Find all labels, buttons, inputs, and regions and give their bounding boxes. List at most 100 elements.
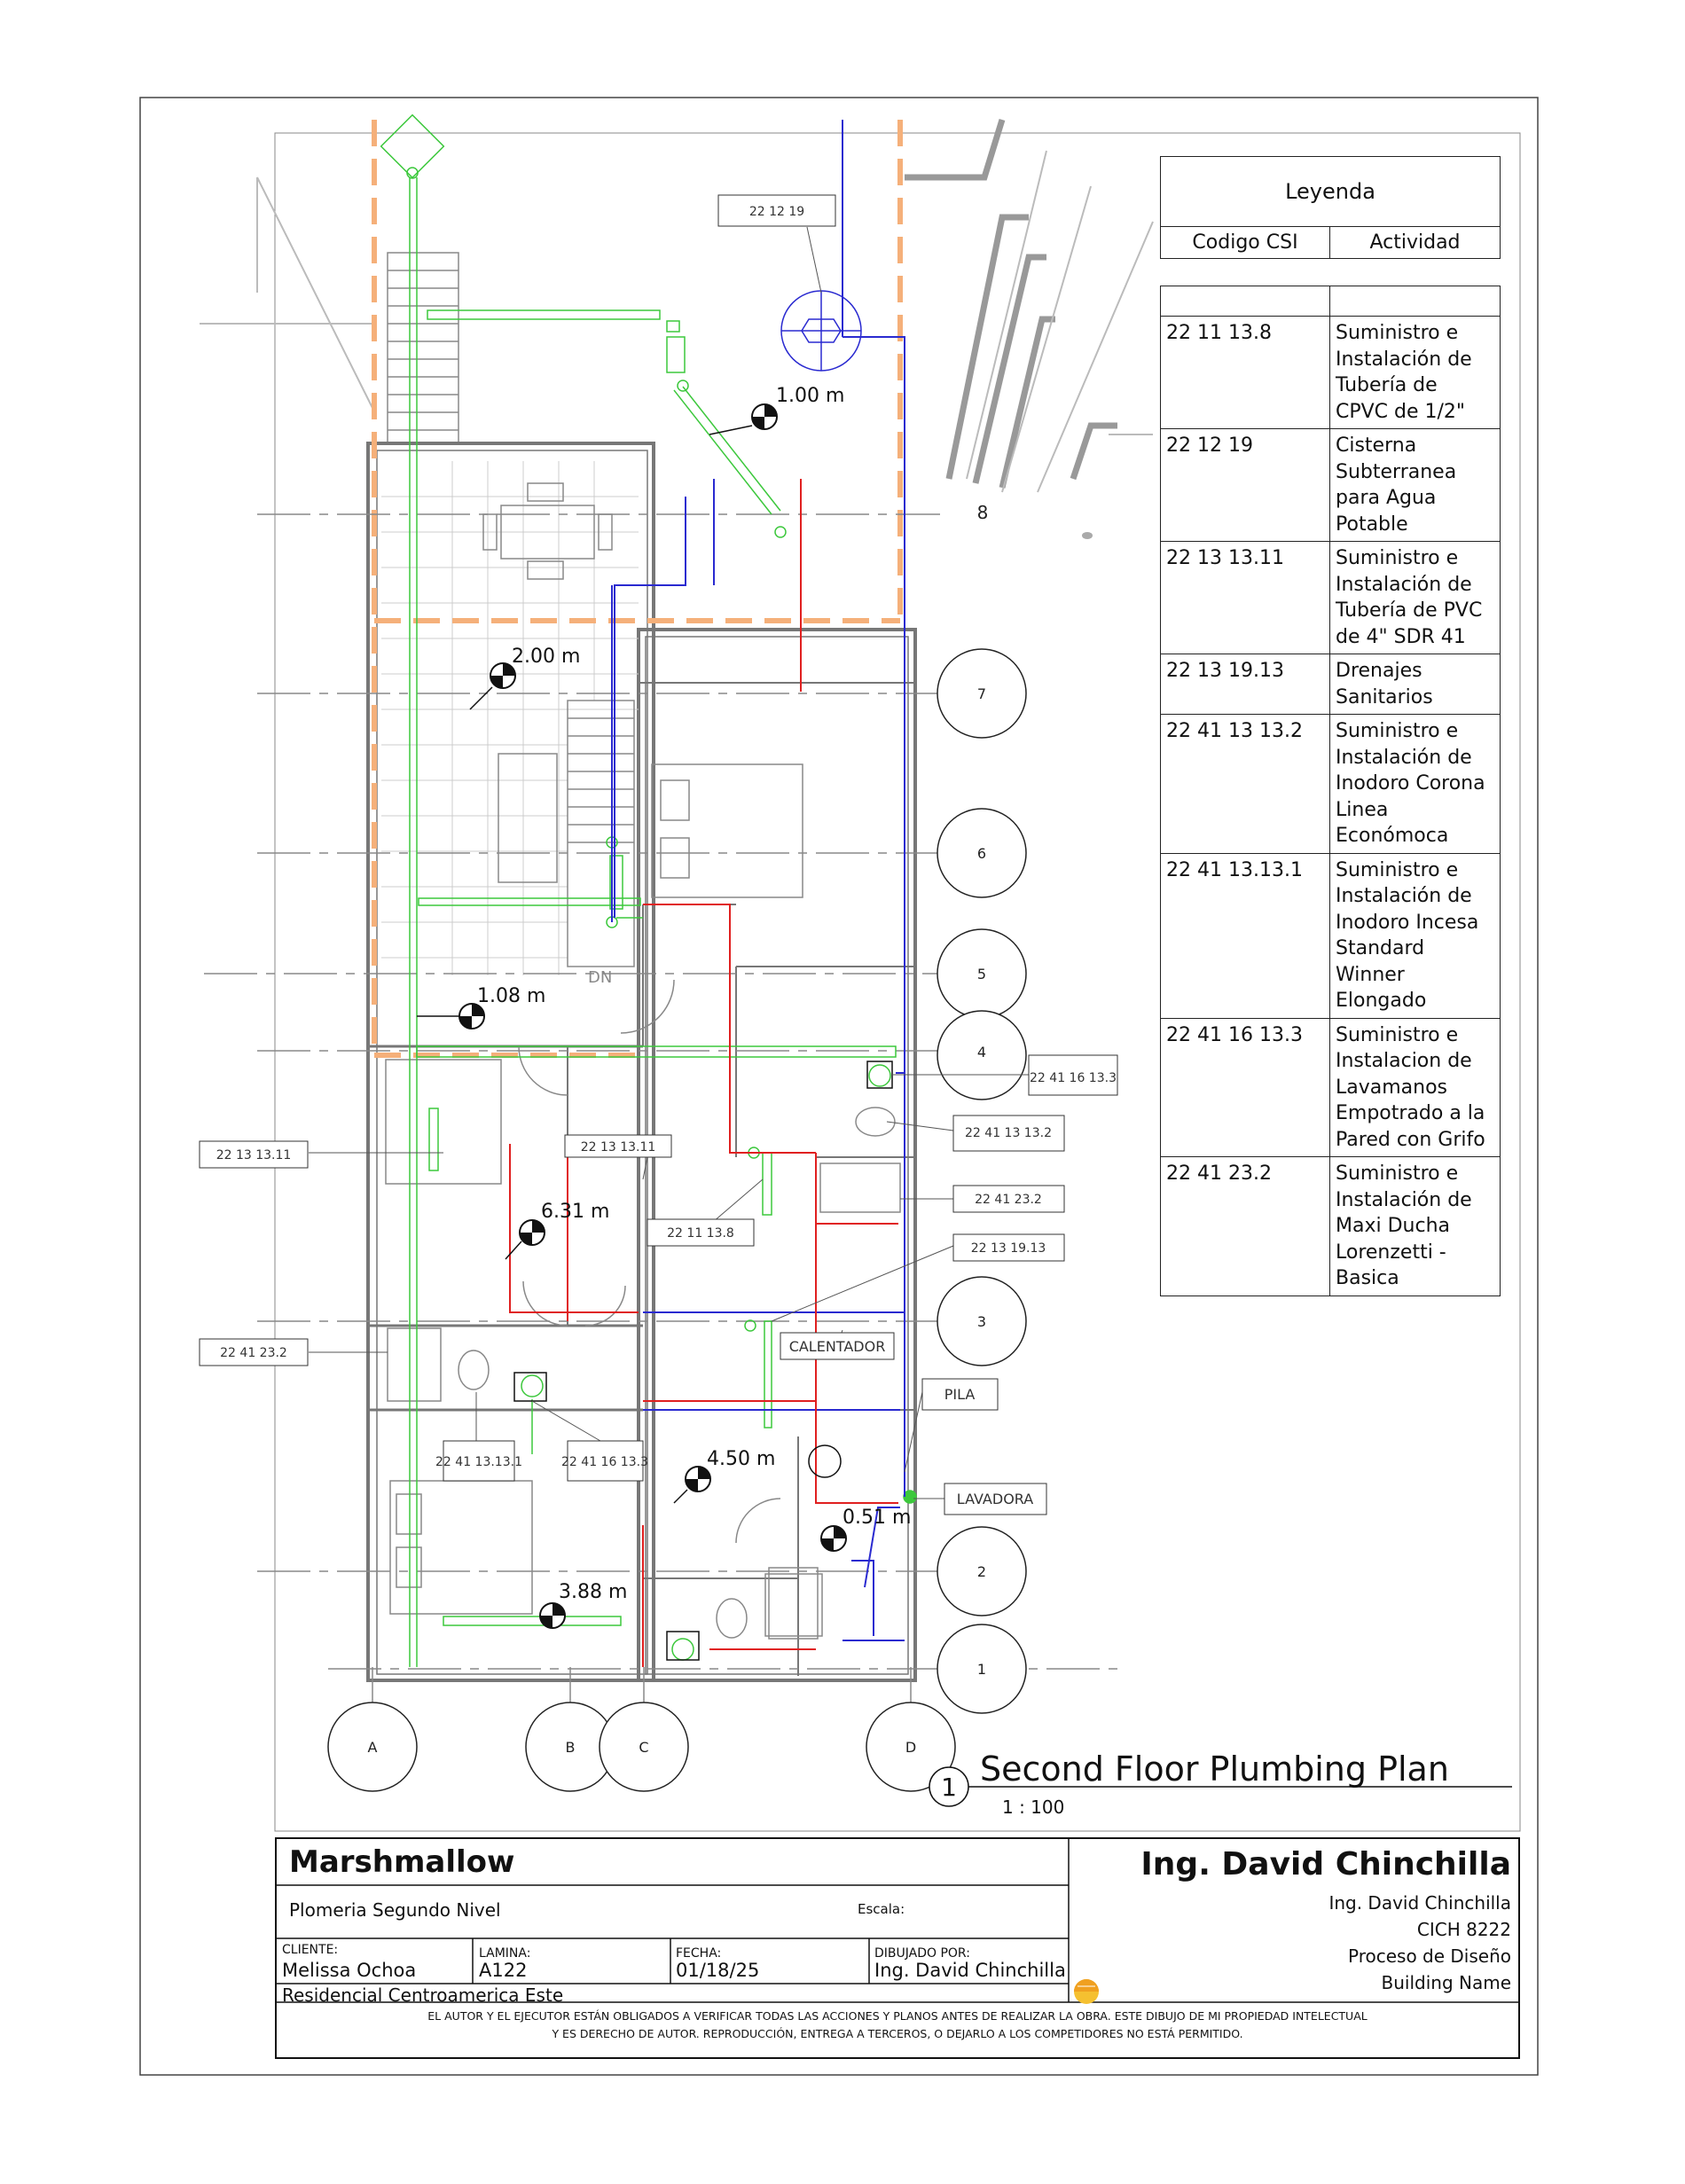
legend-title: Leyenda xyxy=(1161,157,1500,227)
legend-activity: Suministro e Instalación de Inodoro Coro… xyxy=(1336,720,1485,847)
dim-3: 1.08 m xyxy=(477,985,545,1007)
outer-border xyxy=(139,97,1539,2076)
dim-4: 6.31 m xyxy=(541,1201,609,1223)
title-block-lines xyxy=(277,1839,1518,2004)
legend-code: 22 41 13.13.1 xyxy=(1161,853,1330,1018)
title-block: Marshmallow Plomeria Segundo Nivel Escal… xyxy=(275,1837,1520,2059)
location: Residencial Centroamerica Este xyxy=(282,1984,564,2006)
hot-water-pipes xyxy=(509,479,898,1667)
phase: Proceso de Diseño xyxy=(1348,1945,1511,1967)
scale-label: Escala: xyxy=(858,1901,905,1917)
date-label: FECHA: xyxy=(676,1946,722,1961)
logo-icon xyxy=(1074,1979,1099,2004)
dimension-texts: 1.00 m 2.00 m 1.08 m 6.31 m 4.50 m 0.51 … xyxy=(477,385,911,1603)
grid-row-1: 1 xyxy=(977,1661,986,1678)
legend-code: 22 41 16 13.3 xyxy=(1161,1018,1330,1156)
exterior-stair xyxy=(387,252,459,444)
tag-texts: 22 12 19 22 13 13.11 22 13 13.11 22 41 2… xyxy=(216,205,1117,1507)
grid-col-labels: A B C D xyxy=(368,1739,917,1756)
legend-code: 22 13 19.13 xyxy=(1161,654,1330,714)
grid-row-3: 3 xyxy=(977,1313,986,1330)
site-marker xyxy=(1082,532,1093,539)
dim-2: 2.00 m xyxy=(512,646,580,668)
grid-row-4: 4 xyxy=(977,1044,986,1061)
drawn-by: Ing. David Chinchilla xyxy=(874,1960,1066,1981)
sheet-no-label: LAMINA: xyxy=(479,1946,531,1961)
drawing-title: Second Floor Plumbing Plan xyxy=(980,1750,1449,1789)
tag-pvc-left: 22 13 13.11 xyxy=(216,1148,292,1162)
tag-drain: 22 13 19.13 xyxy=(971,1241,1046,1256)
project-name: Marshmallow xyxy=(289,1844,515,1880)
tag-pila: PILA xyxy=(944,1386,976,1403)
grid-row-labels: 8 7 6 5 4 3 2 1 xyxy=(977,502,989,1678)
building-name: Building Name xyxy=(1381,1972,1512,1993)
client-label: CLIENTE: xyxy=(282,1943,339,1957)
tag-shower-right: 22 41 23.2 xyxy=(975,1193,1042,1207)
legend-activity: Suministro e Instalación de Inodoro Ince… xyxy=(1336,858,1479,1013)
grid-col-bubbles xyxy=(327,1702,956,1792)
sheet-name: Plomeria Segundo Nivel xyxy=(289,1899,501,1921)
dim-1: 1.00 m xyxy=(776,385,844,407)
tag-pvc-inner: 22 13 13.11 xyxy=(581,1140,656,1155)
legend-column-headers: Codigo CSI Actividad xyxy=(1161,227,1500,258)
legend-activity: Suministro e Instalación de Tubería de C… xyxy=(1336,322,1472,423)
legend-code: 22 12 19 xyxy=(1161,429,1330,541)
grid-col-d: D xyxy=(905,1739,916,1756)
cistern-icon xyxy=(780,290,862,372)
disclaimer-line-2: Y ES DERECHO DE AUTOR. REPRODUCCIÓN, ENT… xyxy=(552,2027,1243,2040)
grid-col-b: B xyxy=(566,1739,576,1756)
legend-activity: Suministro e Instalación de Maxi Ducha L… xyxy=(1336,1162,1472,1289)
view-number: 1 xyxy=(941,1773,957,1802)
tag-lavadora: LAVADORA xyxy=(957,1491,1033,1507)
tag-cpvc: 22 11 13.8 xyxy=(667,1226,734,1241)
tag-leaders xyxy=(309,226,1029,1499)
grid-row-7: 7 xyxy=(977,685,986,702)
site-curbs xyxy=(905,118,1117,489)
grid-row-2: 2 xyxy=(977,1563,986,1580)
engineer-header: Ing. David Chinchilla xyxy=(1140,1846,1511,1883)
site-lines xyxy=(200,150,1154,493)
grid-col-a: A xyxy=(368,1739,378,1756)
grid-row-bubbles xyxy=(937,648,1027,1714)
legend-blank-row xyxy=(1161,286,1500,317)
sheet-no: A122 xyxy=(479,1960,528,1981)
tag-sink-bottom: 22 41 16 13.3 xyxy=(561,1455,648,1469)
tag-sink-right: 22 41 16 13.3 xyxy=(1030,1071,1117,1085)
legend-col-code: Codigo CSI xyxy=(1161,227,1330,258)
legend-code: 22 13 13.11 xyxy=(1161,542,1330,654)
grid-row-5: 5 xyxy=(977,966,986,982)
tag-calentador: CALENTADOR xyxy=(789,1338,886,1355)
tag-shower-left: 22 41 23.2 xyxy=(220,1346,287,1360)
drawing-scale: 1 : 100 xyxy=(1002,1797,1064,1818)
disclaimer-line-1: EL AUTOR Y EL EJECUTOR ESTÁN OBLIGADOS A… xyxy=(427,2009,1368,2023)
grid-col-c: C xyxy=(639,1739,648,1756)
tag-cistern: 22 12 19 xyxy=(749,205,804,219)
legend-activity: Cisterna Subterranea para Agua Potable xyxy=(1336,434,1457,536)
legend-header-box: Leyenda Codigo CSI Actividad xyxy=(1160,156,1501,259)
stair-dn-label: DN xyxy=(588,968,612,987)
grid-row-6: 6 xyxy=(977,845,986,862)
legend-activity: Drenajes Sanitarios xyxy=(1336,660,1433,708)
dim-5: 4.50 m xyxy=(707,1448,775,1470)
drawn-by-label: DIBUJADO POR: xyxy=(874,1946,970,1961)
legend-code: 22 11 13.8 xyxy=(1161,317,1330,428)
water-supply-pipes xyxy=(611,120,905,1641)
property-lines xyxy=(372,120,903,1058)
legend-activity: Suministro e Instalación de Tubería de P… xyxy=(1336,547,1483,648)
legend-activity: Suministro e Instalacion de Lavamanos Em… xyxy=(1336,1023,1485,1151)
license: CICH 8222 xyxy=(1416,1919,1511,1940)
legend-code: 22 41 23.2 xyxy=(1161,1157,1330,1296)
engineer-name: Ing. David Chinchilla xyxy=(1328,1892,1511,1914)
